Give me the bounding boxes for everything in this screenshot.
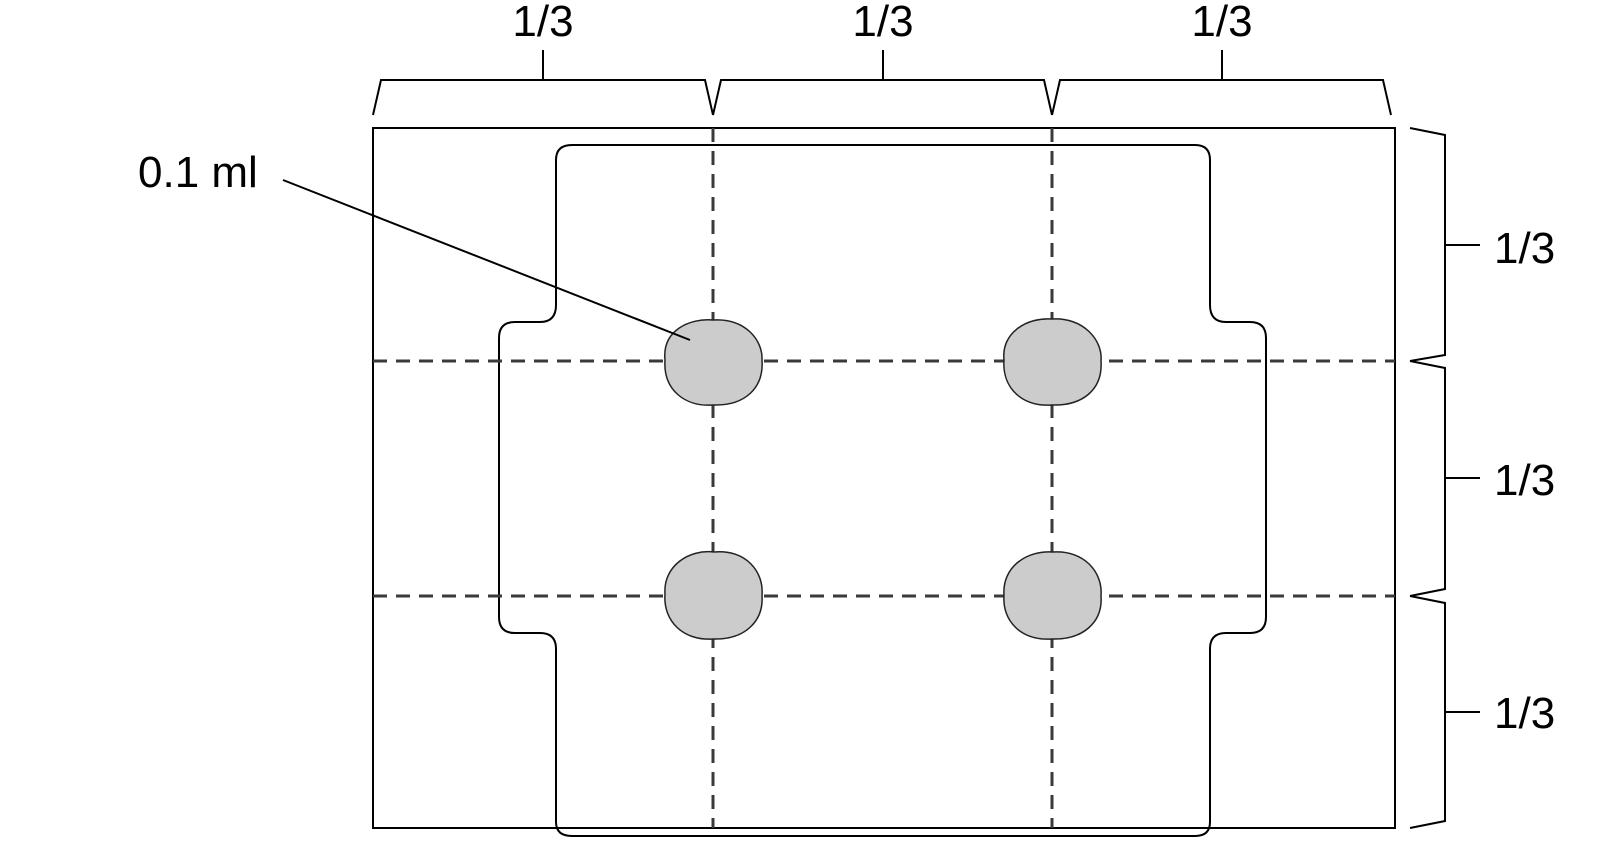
top-division-label-1: 1/3: [512, 0, 573, 46]
volume-leader-line: [282, 179, 691, 341]
side-division-label-1: 1/3: [1494, 224, 1555, 273]
side-division-label-2: 1/3: [1494, 456, 1555, 505]
grease-dot: [664, 550, 763, 640]
top-division-label-2: 1/3: [852, 0, 913, 46]
processor-outline: [498, 144, 1267, 837]
top-brace-2: [712, 50, 1053, 116]
side-brace-1: [1409, 127, 1480, 362]
top-brace-1: [372, 50, 714, 116]
top-division-label-3: 1/3: [1191, 0, 1252, 46]
side-brace-2: [1409, 360, 1480, 597]
grease-dot: [1003, 318, 1102, 406]
grease-dot: [1003, 551, 1102, 640]
volume-label: 0.1 ml: [138, 148, 258, 197]
grease-dot: [664, 319, 763, 406]
side-division-label-3: 1/3: [1494, 689, 1555, 738]
top-brace-3: [1051, 50, 1392, 116]
side-brace-3: [1409, 595, 1480, 829]
outer-frame: [372, 127, 1396, 829]
